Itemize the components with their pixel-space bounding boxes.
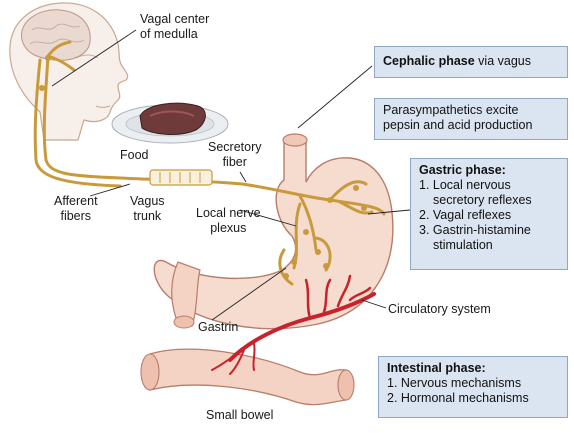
list-item: 2. Vagal reflexes — [419, 208, 512, 222]
list-item: 3. Gastrin-histamine stimulation — [419, 223, 531, 252]
blood-vessels — [211, 274, 376, 375]
vagus-trunk-stripes — [159, 172, 201, 183]
esophagus-opening — [282, 133, 308, 147]
list-item: 1. Local nervous secretory reflexes — [419, 178, 532, 207]
duodenum-illustration — [171, 261, 201, 329]
list-item: 1. Nervous mechanisms — [387, 376, 522, 390]
gastric-phase-box: Gastric phase: 1. Local nervous secretor… — [410, 158, 568, 270]
gastrin-label: Gastrin — [198, 320, 239, 334]
brain-illustration — [21, 9, 91, 61]
cephalic-phase-title: Cephalic phase — [383, 54, 475, 68]
leader-lines — [51, 29, 411, 321]
nerve-ganglia — [39, 55, 367, 279]
gastric-phase-title: Gastric phase: — [419, 163, 506, 177]
intestinal-phase-box: Intestinal phase: 1. Nervous mechanisms … — [378, 356, 568, 418]
intestinal-phase-list: 1. Nervous mechanisms 2. Hormonal mechan… — [387, 376, 559, 406]
intestinal-phase-title: Intestinal phase: — [387, 361, 486, 375]
cephalic-phase-box: Cephalic phase via vagus — [374, 46, 568, 78]
small-bowel-illustration — [140, 348, 355, 406]
small-bowel-label: Small bowel — [206, 408, 274, 422]
gastric-phase-list: 1. Local nervous secretory reflexes 2. V… — [419, 178, 559, 253]
food-label: Food — [120, 148, 149, 162]
cephalic-phase-text: via vagus — [474, 54, 531, 68]
list-item: 2. Hormonal mechanisms — [387, 391, 529, 405]
food-plate — [111, 102, 229, 144]
parasympathetic-box: Parasympathetics excite pepsin and acid … — [374, 98, 568, 140]
vagus-trunk-segment — [149, 169, 213, 186]
circulatory-system-label: Circulatory system — [388, 302, 491, 316]
